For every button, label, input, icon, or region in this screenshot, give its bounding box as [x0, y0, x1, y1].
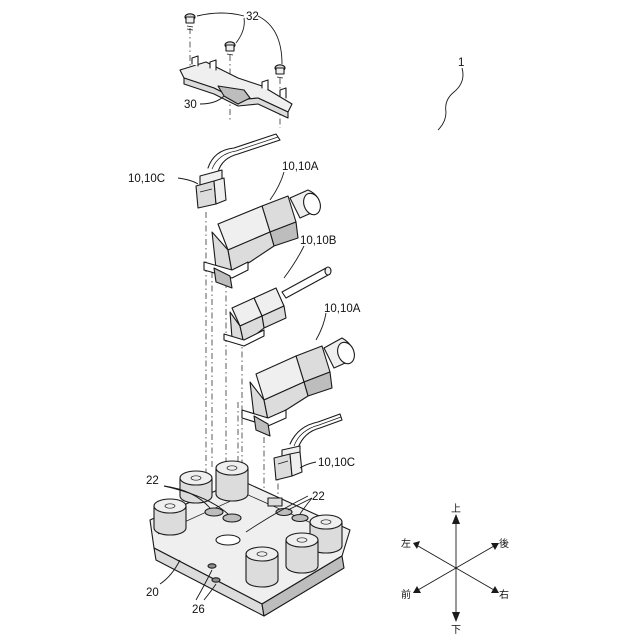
- compass-right: 右: [499, 588, 509, 601]
- label-holes: 26: [192, 604, 205, 616]
- screw-middle: [225, 42, 235, 55]
- connector-bottom: [274, 414, 342, 480]
- cylinder-rear-left: [180, 471, 212, 503]
- direction-compass: 上 下 左 後 前 右: [401, 503, 509, 636]
- label-connector-bottom: 10,10C: [318, 457, 355, 469]
- cylinder-left: [154, 499, 186, 535]
- label-housing: 20: [146, 587, 159, 599]
- cylinder-rear-middle: [216, 461, 248, 501]
- compass-front: 前: [401, 588, 411, 601]
- label-actuator-middle: 10,10B: [300, 235, 337, 247]
- compass-up: 上: [451, 503, 461, 515]
- cylinder-front-center: [246, 547, 278, 587]
- screw-right: [275, 65, 285, 78]
- compass-down: 下: [451, 625, 461, 636]
- compass-left: 左: [401, 537, 411, 550]
- label-connector-top: 10,10C: [128, 173, 165, 185]
- screw-left: [185, 14, 195, 30]
- label-assembly: 1: [458, 57, 464, 69]
- label-screws: 32: [246, 11, 259, 23]
- label-bracket: 30: [184, 99, 197, 111]
- bracket: [180, 56, 292, 118]
- actuator-middle: [224, 267, 331, 346]
- label-ports-left: 22: [146, 475, 159, 487]
- compass-back: 後: [499, 537, 509, 550]
- label-actuator-lower: 10,10A: [324, 303, 361, 315]
- connector-top: [196, 134, 280, 208]
- cylinder-front-right: [286, 533, 318, 573]
- housing: [150, 461, 350, 616]
- label-actuator-upper: 10,10A: [282, 161, 319, 173]
- label-ports-right: 22: [312, 491, 325, 503]
